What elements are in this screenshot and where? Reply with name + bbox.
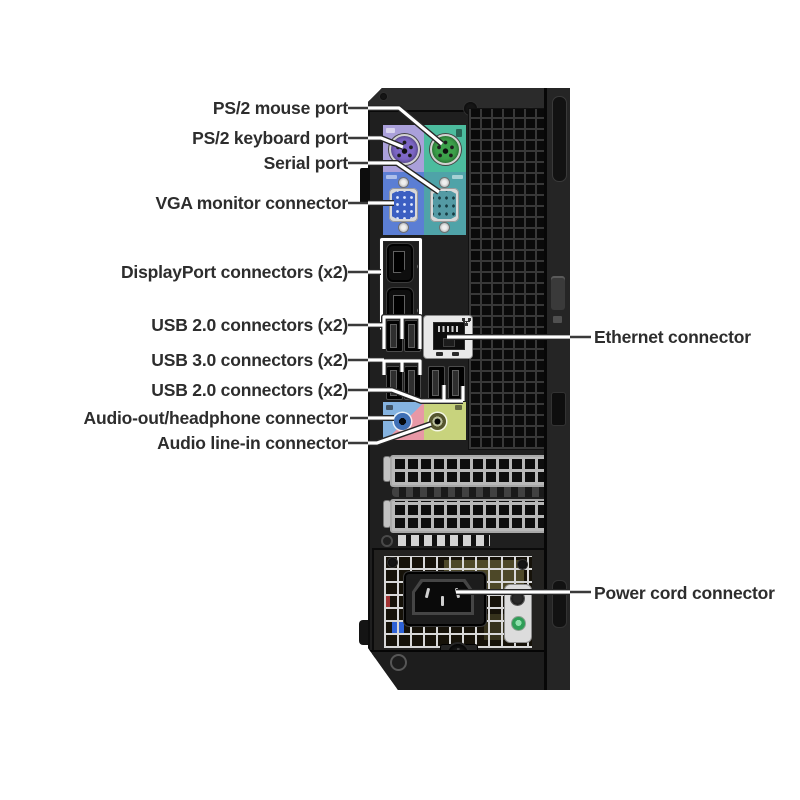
label-usb3: USB 3.0 connectors (x2) <box>151 350 348 370</box>
screw-hole <box>381 535 393 547</box>
psu-test-button <box>511 592 524 605</box>
expansion-slot-cover-1 <box>390 455 562 487</box>
label-usb2-bottom: USB 2.0 connectors (x2) <box>151 380 348 400</box>
line-in-icon <box>455 405 462 410</box>
vent-row <box>398 535 490 546</box>
side-tab <box>360 168 369 204</box>
usb2-port-3 <box>428 366 445 400</box>
cover-latch <box>551 276 565 310</box>
serial-port <box>429 178 460 232</box>
usb3-port-2 <box>404 366 421 400</box>
label-audio-out: Audio-out/headphone connector <box>83 408 349 428</box>
vent-grille <box>468 108 546 450</box>
io-panel <box>383 125 466 235</box>
label-power-cord: Power cord connector <box>594 583 775 603</box>
label-displayport: DisplayPort connectors (x2) <box>120 262 348 282</box>
power-inlet <box>404 572 486 626</box>
network-icon <box>462 318 471 326</box>
screw-hole <box>390 654 407 671</box>
keyboard-icon <box>386 128 395 133</box>
label-vga-connector: VGA monitor connector <box>155 193 348 213</box>
label-usb2-top: USB 2.0 connectors (x2) <box>151 315 348 335</box>
rail-slot <box>552 96 567 182</box>
displayport-callout-bracket <box>380 238 422 330</box>
side-rail <box>544 88 570 690</box>
usb2-port-1 <box>386 320 403 352</box>
usb3-port-1 <box>386 366 403 400</box>
label-serial-port: Serial port <box>263 153 349 173</box>
audio-out-jack <box>394 413 411 430</box>
power-pin <box>441 596 444 606</box>
rail-notch <box>551 392 566 426</box>
rail-slot <box>552 580 567 628</box>
usb2-port-2 <box>404 320 421 352</box>
label-ps2-mouse-port: PS/2 mouse port <box>212 98 348 118</box>
psu-indicator-strip <box>505 585 531 642</box>
screw <box>518 560 527 569</box>
label-audio-line-in: Audio line-in connector <box>157 433 348 453</box>
audio-panel <box>383 402 466 440</box>
label-ethernet: Ethernet connector <box>594 327 751 347</box>
ps2-mouse-port <box>430 134 461 165</box>
ethernet-port <box>424 316 472 358</box>
label-ps2-keyboard-port: PS/2 keyboard port <box>192 128 348 148</box>
slot-divider <box>392 487 556 497</box>
expansion-slot-cover-2 <box>390 499 562 533</box>
headphone-icon <box>386 405 393 410</box>
screw <box>388 558 397 567</box>
usb2-port-4 <box>448 366 465 400</box>
vga-port <box>388 178 419 232</box>
padlock-loop <box>359 620 369 645</box>
latch-dot <box>553 316 562 323</box>
power-led <box>511 616 526 631</box>
audio-line-in-jack <box>429 413 446 430</box>
screw <box>380 93 387 100</box>
computer-rear-panel <box>368 88 570 690</box>
ps2-keyboard-port <box>389 134 420 165</box>
lock-icon <box>456 129 462 137</box>
